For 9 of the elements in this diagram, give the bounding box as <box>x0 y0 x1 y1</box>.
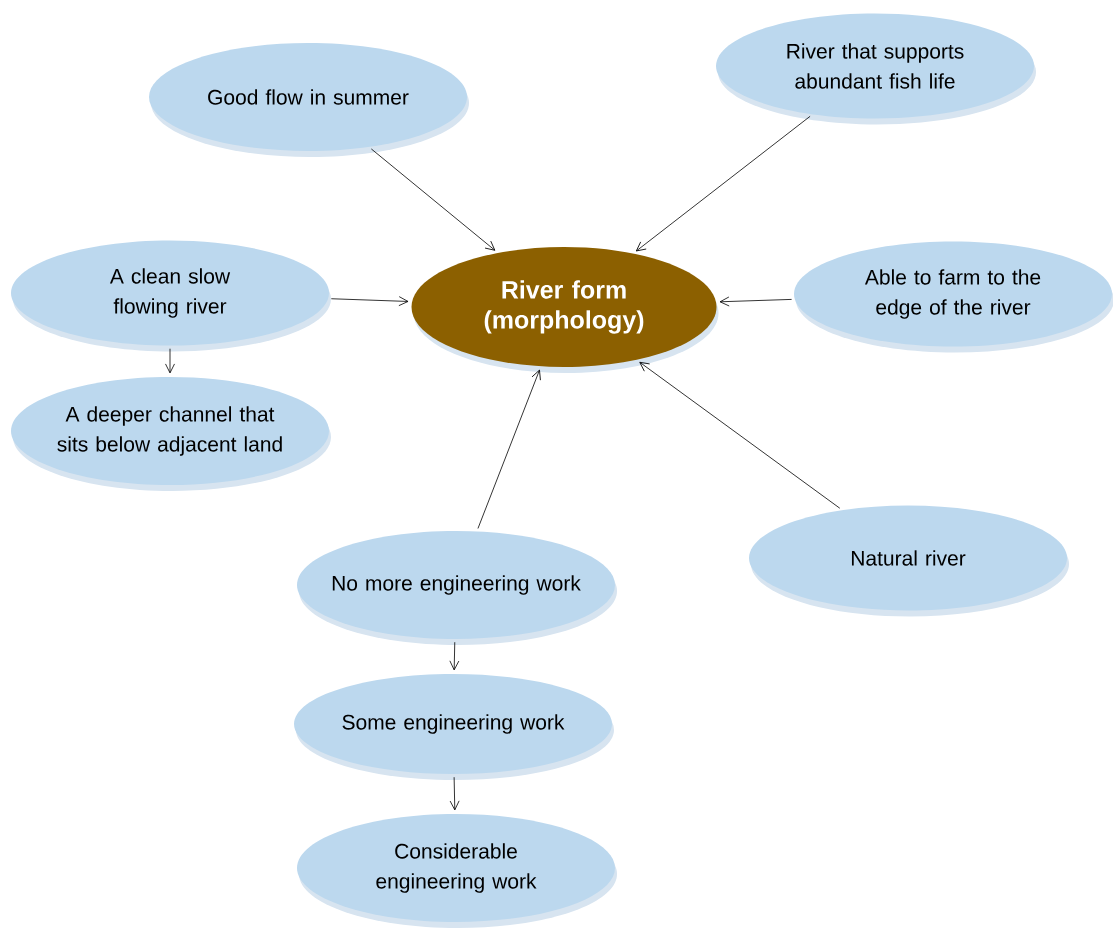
arrow <box>165 348 175 374</box>
arrow <box>477 369 541 529</box>
arrow <box>719 296 792 307</box>
arrow <box>639 361 841 509</box>
arrow <box>449 776 460 811</box>
arrow <box>449 641 460 671</box>
arrow <box>330 296 409 307</box>
arrow <box>370 148 496 251</box>
arrow <box>635 115 811 252</box>
